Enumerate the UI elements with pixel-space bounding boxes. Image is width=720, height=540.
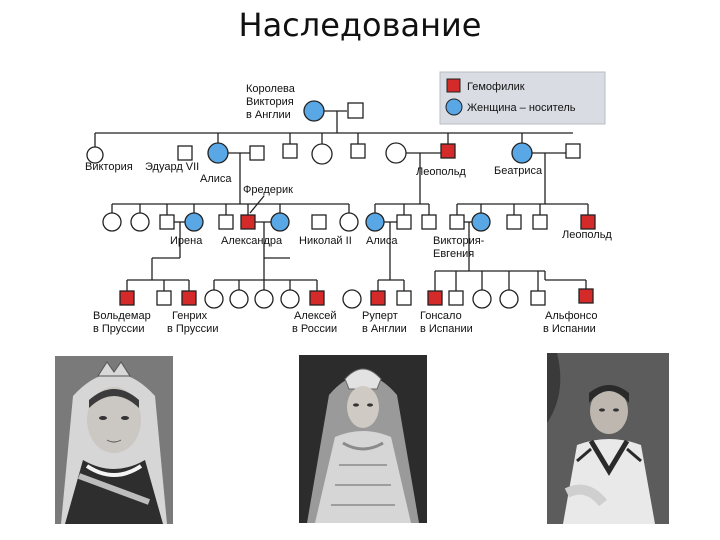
- heinrich-hemophiliac-symbol: [181, 290, 197, 306]
- alice2-label: Алиса: [366, 235, 398, 247]
- victoria-female-symbol: [86, 146, 104, 164]
- pedigree-lines: [94, 110, 589, 291]
- alice2-carrier-symbol: [365, 212, 385, 232]
- nicholas-label: Николай II: [299, 235, 352, 247]
- victoria-eugenie-label-2: Евгения: [433, 248, 474, 260]
- male-symbol-g3-12: [421, 214, 437, 230]
- alexei-photo: [547, 353, 669, 524]
- alfonso-label-1: Альфонсо: [545, 310, 597, 322]
- alexandra-photo: [299, 355, 427, 523]
- male-symbol-g3-3: [159, 214, 175, 230]
- alice-husband-male-symbol: [249, 145, 265, 161]
- edward-label: Эдуард VII: [145, 161, 199, 173]
- male-symbol-g4-13: [448, 290, 464, 306]
- page-title: Наследование: [238, 6, 482, 44]
- queen-label-3: в Англии: [246, 109, 291, 121]
- daughter-female-symbol: [311, 143, 333, 165]
- queen-victoria-carrier-symbol: [303, 100, 325, 122]
- male-symbol-g3-11: [396, 214, 412, 230]
- alexei-label-2: в России: [292, 323, 337, 335]
- pedigree-chart: Гемофилик Женщина – носитель: [85, 71, 612, 335]
- gonzalo-label-1: Гонсало: [420, 310, 462, 322]
- female-symbol-g4-14: [472, 289, 492, 309]
- leopold-wife-female-symbol: [385, 142, 407, 164]
- hemophiliac-legend-icon: [446, 78, 461, 93]
- male-symbol-g3-13: [449, 214, 465, 230]
- alexei-label-1: Алексей: [294, 310, 337, 322]
- male-symbol-g4-11: [396, 290, 412, 306]
- female-symbol-g4-9: [342, 289, 362, 309]
- legend: Гемофилик Женщина – носитель: [439, 71, 606, 125]
- leopold-label: Леопольд: [416, 166, 466, 178]
- female-symbol-g4-6: [254, 289, 274, 309]
- female-symbol-g4-4: [204, 289, 224, 309]
- irene-label: Ирена: [170, 235, 203, 247]
- victoria-eugenie-carrier-symbol: [471, 212, 491, 232]
- legend-carrier-label: Женщина – носитель: [467, 102, 576, 114]
- son-male-symbol: [282, 143, 298, 159]
- alexei-hemophiliac-symbol: [309, 290, 325, 306]
- leopold2-hemophiliac-symbol: [580, 214, 596, 230]
- son-male-symbol-2: [350, 143, 366, 159]
- female-symbol-g3-1: [102, 212, 122, 232]
- heinrich-label-1: Генрих: [172, 310, 208, 322]
- waldemar-label-1: Вольдемар: [93, 310, 151, 322]
- beatrice-husband-male-symbol: [565, 143, 581, 159]
- beatrice-label: Беатриса: [494, 165, 543, 177]
- rupert-label-1: Руперт: [362, 310, 398, 322]
- waldemar-label-2: в Пруссии: [93, 323, 144, 335]
- waldemar-hemophiliac-symbol: [119, 290, 135, 306]
- female-symbol-g4-7: [280, 289, 300, 309]
- female-symbol-g3-9: [339, 212, 359, 232]
- irene-carrier-symbol: [184, 212, 204, 232]
- alice-label: Алиса: [200, 173, 232, 185]
- alfonso-hemophiliac-symbol: [578, 288, 594, 304]
- female-symbol-g3-2: [130, 212, 150, 232]
- leopold-hemophiliac-symbol: [440, 143, 456, 159]
- edward-male-symbol: [177, 145, 193, 161]
- frederick-hemophiliac-symbol: [240, 214, 256, 230]
- legend-background: [439, 71, 606, 125]
- beatrice-carrier-symbol: [511, 142, 533, 164]
- queen-label-2: Виктория: [246, 96, 294, 108]
- alexandra-label: Александра: [221, 235, 283, 247]
- queen-label-1: Королева: [246, 83, 296, 95]
- female-symbol-g4-5: [229, 289, 249, 309]
- victoria-label: Виктория: [85, 161, 133, 173]
- prince-albert-male-symbol: [347, 102, 364, 119]
- alice-carrier-symbol: [207, 142, 229, 164]
- queen-victoria-photo: [55, 356, 173, 524]
- leopold2-label: Леопольд: [562, 229, 612, 241]
- male-symbol-g3-16: [532, 214, 548, 230]
- rupert-label-2: в Англии: [362, 323, 407, 335]
- frederick-label: Фредерик: [243, 184, 293, 196]
- gonzalo-label-2: в Испании: [420, 323, 473, 335]
- victoria-eugenie-label-1: Виктория-: [433, 235, 485, 247]
- nicholas-male-symbol: [311, 214, 327, 230]
- legend-hemophiliac-label: Гемофилик: [467, 81, 525, 93]
- carrier-legend-icon: [445, 98, 463, 116]
- male-symbol-g3-5: [218, 214, 234, 230]
- alexandra-carrier-symbol: [270, 212, 290, 232]
- heinrich-label-2: в Пруссии: [167, 323, 218, 335]
- rupert-hemophiliac-symbol: [370, 290, 386, 306]
- male-symbol-g4-2: [156, 290, 172, 306]
- male-symbol-g3-15: [506, 214, 522, 230]
- gonzalo-hemophiliac-symbol: [427, 290, 443, 306]
- male-symbol-g4-16: [530, 290, 546, 306]
- female-symbol-g4-15: [499, 289, 519, 309]
- pedigree-labels: Королева Виктория в Англии Виктория Эдуа…: [85, 83, 612, 335]
- alfonso-label-2: в Испании: [543, 323, 596, 335]
